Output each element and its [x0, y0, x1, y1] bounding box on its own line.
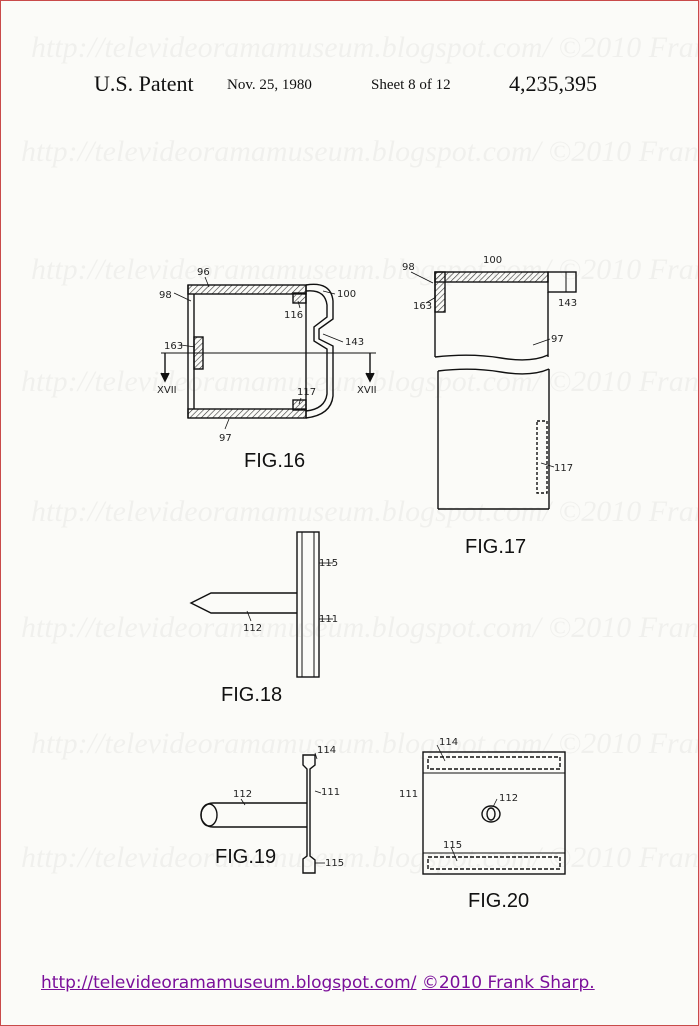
sheet-number: Sheet 8 of 12	[371, 77, 451, 93]
fig16-label-163: 163	[164, 341, 183, 352]
fig20-label-112: 112	[499, 793, 518, 804]
fig17-strip-143	[547, 271, 577, 293]
watermark-line: http://televideoramamuseum.blogspot.com/…	[31, 495, 698, 528]
fig19-labels: 114 112 111 115 FIG.19	[215, 745, 344, 869]
fig19-label-111: 111	[321, 787, 340, 798]
fig20-strip-115	[427, 856, 561, 870]
watermark-line: http://televideoramamuseum.blogspot.com/…	[31, 31, 698, 64]
patent-number: 4,235,395	[509, 71, 597, 96]
watermark-line: http://televideoramamuseum.blogspot.com/…	[21, 611, 698, 644]
fig19-plate-111	[302, 754, 316, 874]
fig17-top-wall-100	[434, 271, 549, 283]
fig20-plate-111	[422, 751, 566, 875]
fig17-break-top	[434, 354, 549, 361]
fig20-caption: FIG.20	[468, 890, 529, 912]
fig20-strip-114	[427, 756, 561, 770]
fig16-label-117: 117	[297, 387, 316, 398]
fig17-label-117: 117	[554, 463, 573, 474]
fig18-label-111: 111	[319, 614, 338, 625]
fig17-strip-117	[536, 420, 548, 494]
fig18-labels: 115 112 111 FIG.18	[221, 558, 338, 706]
fig16-bottom-wall	[187, 408, 307, 419]
fig20-label-111: 111	[399, 789, 418, 800]
fig16-section-left: XVII	[157, 385, 177, 396]
fig17-labels: 98 100 163 143 97 117 FIG.17	[402, 255, 577, 558]
footer-credit: http://televideoramamuseum.blogspot.com/…	[41, 973, 595, 993]
fig16-clip-117	[292, 399, 307, 411]
watermark-line: http://televideoramamuseum.blogspot.com/…	[31, 727, 698, 760]
fig17-label-163: 163	[413, 301, 432, 312]
fig16-label-100: 100	[337, 289, 356, 300]
fig16-label-97: 97	[219, 433, 232, 444]
fig16-label-116: 116	[284, 310, 303, 321]
fig20-labels: 114 111 112 115 FIG.20	[399, 737, 529, 912]
fig16-labels: 98 96 100 116 163 143 117 97 XVII XVII F…	[157, 267, 377, 472]
fig16-spring-100	[305, 283, 334, 419]
watermark-line: http://televideoramamuseum.blogspot.com/…	[31, 253, 698, 286]
fig17	[410, 271, 577, 510]
fig16-label-96: 96	[197, 267, 210, 278]
fig18	[189, 531, 333, 678]
fig16-caption: FIG.16	[244, 450, 305, 472]
fig17-label-98: 98	[402, 262, 415, 273]
fig16-clip-116	[292, 292, 307, 304]
fig19-caption: FIG.19	[215, 846, 276, 868]
fig19-label-114: 114	[317, 745, 336, 756]
fig17-corner-163	[434, 271, 446, 313]
fig18-pin-112	[189, 592, 297, 614]
fig17-label-100: 100	[483, 255, 502, 266]
watermark-line: http://televideoramamuseum.blogspot.com/…	[21, 135, 698, 168]
footer-copyright: ©2010 Frank Sharp.	[421, 973, 595, 993]
patent-label: U.S. Patent	[94, 71, 194, 96]
fig16-section-right: XVII	[357, 385, 377, 396]
fig19	[200, 752, 325, 874]
watermark: http://televideoramamuseum.blogspot.com/…	[21, 31, 698, 874]
fig17-break-bottom	[437, 368, 550, 375]
watermark-line: http://televideoramamuseum.blogspot.com/…	[21, 365, 698, 398]
fig19-label-112: 112	[233, 789, 252, 800]
fig17-label-143: 143	[558, 298, 577, 309]
fig19-label-115: 115	[325, 858, 344, 869]
fig16	[160, 276, 376, 430]
patent-date: Nov. 25, 1980	[227, 77, 312, 93]
fig18-label-112: 112	[243, 623, 262, 634]
fig16-label-98: 98	[159, 290, 172, 301]
fig17-label-97: 97	[551, 334, 564, 345]
fig18-caption: FIG.18	[221, 684, 282, 706]
watermark-line: http://televideoramamuseum.blogspot.com/…	[21, 841, 698, 874]
fig16-label-143: 143	[345, 337, 364, 348]
fig17-caption: FIG.17	[465, 536, 526, 558]
fig16-top-wall	[187, 284, 307, 295]
fig20-hole-112	[481, 805, 501, 823]
fig20-label-115: 115	[443, 840, 462, 851]
fig20-label-114: 114	[439, 737, 458, 748]
fig18-plate-111	[296, 531, 320, 678]
fig18-label-115: 115	[319, 558, 338, 569]
footer-link[interactable]: http://televideoramamuseum.blogspot.com/	[41, 973, 417, 993]
fig20	[422, 744, 566, 875]
